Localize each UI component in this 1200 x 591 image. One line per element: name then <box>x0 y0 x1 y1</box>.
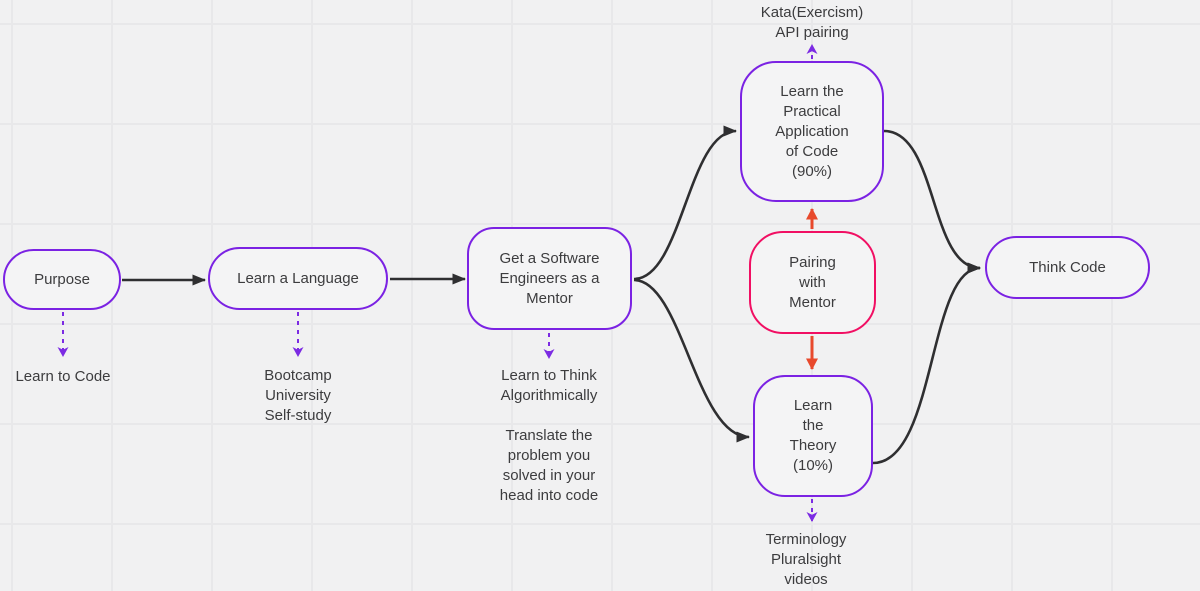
node-think-code[interactable]: Think Code <box>985 236 1150 299</box>
node-practical-application[interactable]: Learn the Practical Application of Code … <box>740 61 884 202</box>
node-purpose[interactable]: Purpose <box>3 249 121 310</box>
node-learn-the-theory[interactable]: Learn the Theory (10%) <box>753 375 873 497</box>
note-bootcamp-university-selfstudy[interactable]: Bootcamp University Self-study <box>264 367 332 424</box>
connector-mentor-practical[interactable] <box>633 125 737 281</box>
note-learn-to-code[interactable]: Learn to Code <box>15 368 111 385</box>
node-learn-a-language[interactable]: Learn a Language <box>208 247 388 310</box>
node-pairing-with-mentor[interactable]: Pairing with Mentor <box>749 231 876 334</box>
node-mentor[interactable]: Get a Software Engineers as a Mentor <box>467 227 632 330</box>
connector-mentor-theory[interactable] <box>633 278 750 443</box>
connector-theory-thinkcode[interactable] <box>872 262 981 465</box>
note-terminology-pluralsight[interactable]: Terminology Pluralsight videos <box>765 531 847 588</box>
note-kata-api-pairing[interactable]: Kata(Exercism) API pairing <box>760 4 864 41</box>
connector-practical-thinkcode[interactable] <box>883 129 981 274</box>
note-translate-problem[interactable]: Translate the problem you solved in your… <box>499 427 599 504</box>
note-learn-to-think-algorithmically[interactable]: Learn to Think Algorithmically <box>500 367 598 404</box>
